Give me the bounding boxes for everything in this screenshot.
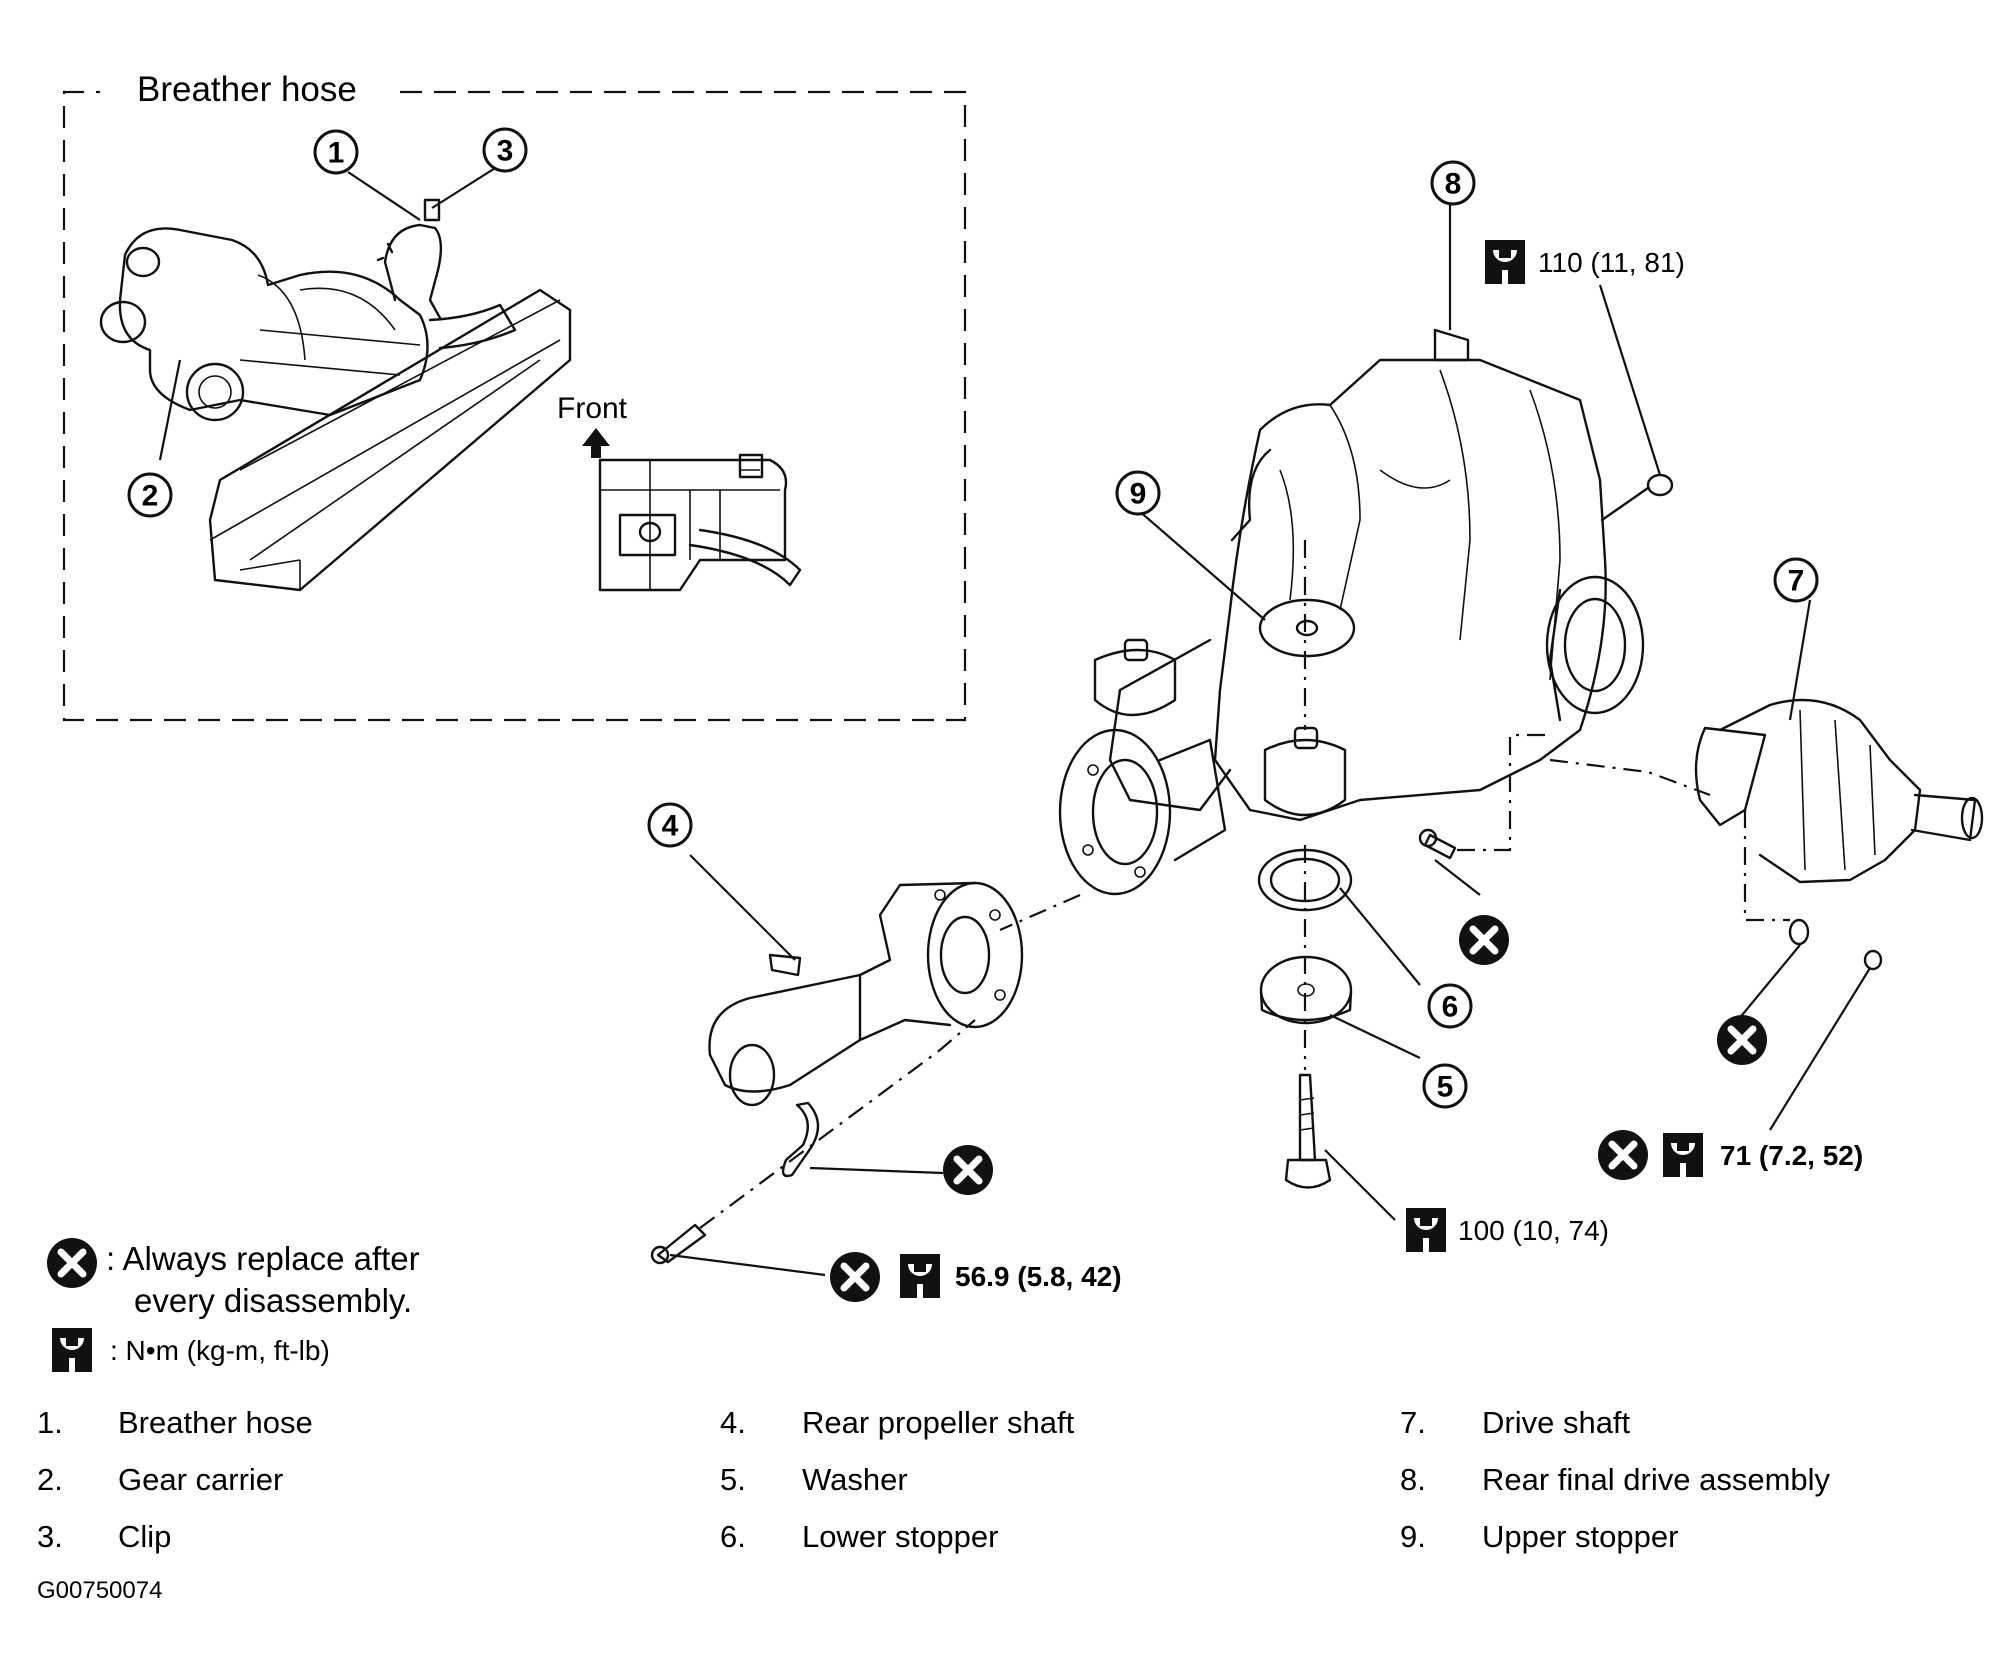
callout-2: 2 [127, 472, 173, 518]
svg-text:Drive shaft: Drive shaft [1482, 1405, 1631, 1440]
svg-text:2.: 2. [37, 1462, 63, 1497]
torque-wrench-icon [52, 1328, 92, 1372]
svg-text:5.: 5. [720, 1462, 746, 1497]
callout-4: 4 [647, 802, 693, 848]
torque-5-text: 100 (10, 74) [1458, 1215, 1609, 1246]
legend-torque-units: : N•m (kg-m, ft-lb) [110, 1335, 330, 1366]
gear-carrier-drawing [99, 198, 572, 592]
always-replace-icon [1459, 915, 1509, 965]
torque-4-text: 56.9 (5.8, 42) [955, 1261, 1122, 1292]
svg-text:Gear carrier: Gear carrier [118, 1462, 283, 1497]
breather-hose-inset: Breather hose Fr [62, 70, 967, 722]
callout-8: 8 [1430, 160, 1476, 206]
legend: : Always replace after every disassembly… [47, 1238, 420, 1372]
list-item: 5. Washer [720, 1462, 908, 1497]
list-item: 1. Breather hose [37, 1405, 313, 1440]
always-replace-icon [943, 1145, 993, 1195]
always-replace-icon [1717, 1015, 1767, 1065]
svg-text:Washer: Washer [802, 1462, 908, 1497]
list-item: 8. Rear final drive assembly [1400, 1462, 1831, 1497]
callout-1: 1 [313, 129, 359, 175]
torque-spec-7: 71 (7.2, 52) [1598, 1130, 1863, 1180]
callout-3: 3 [482, 127, 528, 173]
callout-9: 9 [1115, 470, 1161, 516]
torque-8-text: 110 (11, 81) [1538, 247, 1685, 278]
callout-5: 5 [1422, 1063, 1468, 1109]
svg-text:Upper stopper: Upper stopper [1482, 1519, 1678, 1554]
list-item: 6. Lower stopper [720, 1519, 998, 1554]
torque-spec-4: 56.9 (5.8, 42) [830, 1252, 1122, 1302]
final-drive-assembly-drawing [650, 328, 1984, 1265]
callout-8-num: 8 [1445, 168, 1462, 201]
list-item: 9. Upper stopper [1400, 1519, 1678, 1554]
torque-wrench-icon [1406, 1208, 1446, 1252]
callout-3-num: 3 [497, 135, 514, 168]
callout-6: 6 [1427, 983, 1473, 1029]
front-arrow-icon [582, 428, 610, 458]
torque-wrench-icon [1485, 240, 1525, 284]
svg-text:Rear final drive assembly: Rear final drive assembly [1482, 1462, 1831, 1497]
svg-text:4.: 4. [720, 1405, 746, 1440]
svg-text:6.: 6. [720, 1519, 746, 1554]
torque-wrench-icon [1663, 1133, 1703, 1177]
svg-text:Clip: Clip [118, 1519, 171, 1554]
svg-text:7.: 7. [1400, 1405, 1426, 1440]
list-item: 3. Clip [37, 1519, 171, 1554]
callout-2-num: 2 [142, 480, 159, 513]
inset-title: Breather hose [137, 70, 357, 109]
svg-text:Rear propeller shaft: Rear propeller shaft [802, 1405, 1075, 1440]
torque-spec-5: 100 (10, 74) [1406, 1208, 1609, 1252]
legend-replace-line2: every disassembly. [134, 1282, 412, 1319]
inset-frame [62, 90, 967, 722]
leader-lines [669, 205, 1871, 1277]
list-item: 2. Gear carrier [37, 1462, 283, 1497]
legend-replace-line1: : Always replace after [106, 1240, 420, 1277]
torque-spec-8: 110 (11, 81) [1485, 240, 1685, 284]
callout-6-num: 6 [1442, 991, 1459, 1024]
torque-7-text: 71 (7.2, 52) [1720, 1140, 1863, 1171]
svg-text:1.: 1. [37, 1405, 63, 1440]
always-replace-icon [1598, 1130, 1648, 1180]
figure-id: G00750074 [37, 1577, 162, 1604]
callout-4-num: 4 [662, 810, 679, 843]
breather-stub [1433, 328, 1470, 362]
callout-1-num: 1 [328, 137, 345, 170]
svg-text:8.: 8. [1400, 1462, 1426, 1497]
callout-7: 7 [1773, 557, 1819, 603]
svg-text:3.: 3. [37, 1519, 63, 1554]
parts-list: 1. Breather hose 2. Gear carrier 3. Clip… [37, 1405, 1831, 1554]
svg-text:Lower stopper: Lower stopper [802, 1519, 998, 1554]
front-label: Front [557, 392, 628, 425]
always-replace-icon [830, 1252, 880, 1302]
callout-7-num: 7 [1788, 565, 1805, 598]
front-view-drawing [598, 453, 802, 592]
list-item: 4. Rear propeller shaft [720, 1405, 1075, 1440]
svg-text:Breather hose: Breather hose [118, 1405, 313, 1440]
list-item: 7. Drive shaft [1400, 1405, 1631, 1440]
always-replace-icon [47, 1238, 97, 1288]
callout-5-num: 5 [1437, 1071, 1454, 1104]
callout-9-num: 9 [1130, 478, 1147, 511]
torque-wrench-icon [900, 1254, 940, 1298]
svg-text:9.: 9. [1400, 1519, 1426, 1554]
